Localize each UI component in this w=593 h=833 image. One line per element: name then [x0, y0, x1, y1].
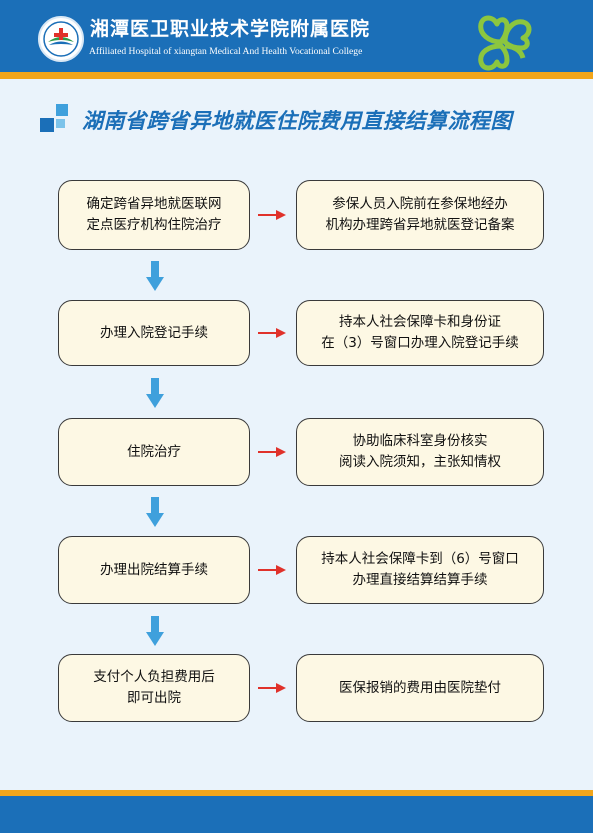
- step-4-note-label: 持本人社会保障卡到（6）号窗口 办理直接结算结算手续: [321, 551, 519, 588]
- decorative-squares-icon: [40, 104, 70, 136]
- step-2-box: 办理入院登记手续: [58, 300, 250, 366]
- step-4-box: 办理出院结算手续: [58, 536, 250, 604]
- step-3-box: 住院治疗: [58, 418, 250, 486]
- step-1-note-label: 参保人员入院前在参保地经办 机构办理跨省异地就医登记备案: [325, 196, 515, 233]
- hospital-english-name: Affiliated Hospital of xiangtan Medical …: [89, 46, 363, 57]
- arrow-down-icon: [146, 261, 164, 291]
- footer-bar: [0, 796, 593, 833]
- arrow-down-icon: [146, 378, 164, 408]
- title-block: 湖南省跨省异地就医住院费用直接结算流程图: [40, 100, 560, 140]
- step-1-note-box: 参保人员入院前在参保地经办 机构办理跨省异地就医登记备案: [296, 180, 544, 250]
- step-5-note-box: 医保报销的费用由医院垫付: [296, 654, 544, 722]
- header-accent-stripe: [0, 72, 593, 79]
- clover-heart-icon: [478, 15, 532, 71]
- arrow-down-icon: [146, 616, 164, 646]
- step-1-box: 确定跨省异地就医联网 定点医疗机构住院治疗: [58, 180, 250, 250]
- step-5-note-label: 医保报销的费用由医院垫付: [339, 679, 501, 696]
- step-1-label: 确定跨省异地就医联网 定点医疗机构住院治疗: [86, 196, 222, 233]
- arrow-down-icon: [146, 497, 164, 527]
- step-5-box: 支付个人负担费用后 即可出院: [58, 654, 250, 722]
- arrow-right-icon: [258, 565, 286, 575]
- step-3-label: 住院治疗: [127, 443, 181, 460]
- arrow-right-icon: [258, 447, 286, 457]
- hospital-logo-icon: [38, 16, 84, 62]
- arrow-right-icon: [258, 328, 286, 338]
- step-3-note-box: 协助临床科室身份核实 阅读入院须知，主张知情权: [296, 418, 544, 486]
- arrow-right-icon: [258, 683, 286, 693]
- step-2-label: 办理入院登记手续: [100, 324, 208, 341]
- header-bar: 湘潭医卫职业技术学院附属医院 Affiliated Hospital of xi…: [0, 0, 593, 72]
- step-2-note-box: 持本人社会保障卡和身份证 在（3）号窗口办理入院登记手续: [296, 300, 544, 366]
- step-2-note-label: 持本人社会保障卡和身份证 在（3）号窗口办理入院登记手续: [321, 314, 519, 351]
- arrow-right-icon: [258, 210, 286, 220]
- page-title: 湖南省跨省异地就医住院费用直接结算流程图: [82, 108, 512, 133]
- step-5-label: 支付个人负担费用后 即可出院: [93, 669, 215, 706]
- step-4-label: 办理出院结算手续: [100, 561, 208, 578]
- step-3-note-label: 协助临床科室身份核实 阅读入院须知，主张知情权: [339, 433, 501, 470]
- step-4-note-box: 持本人社会保障卡到（6）号窗口 办理直接结算结算手续: [296, 536, 544, 604]
- footer-accent-stripe: [0, 790, 593, 796]
- hospital-name: 湘潭医卫职业技术学院附属医院: [90, 18, 371, 40]
